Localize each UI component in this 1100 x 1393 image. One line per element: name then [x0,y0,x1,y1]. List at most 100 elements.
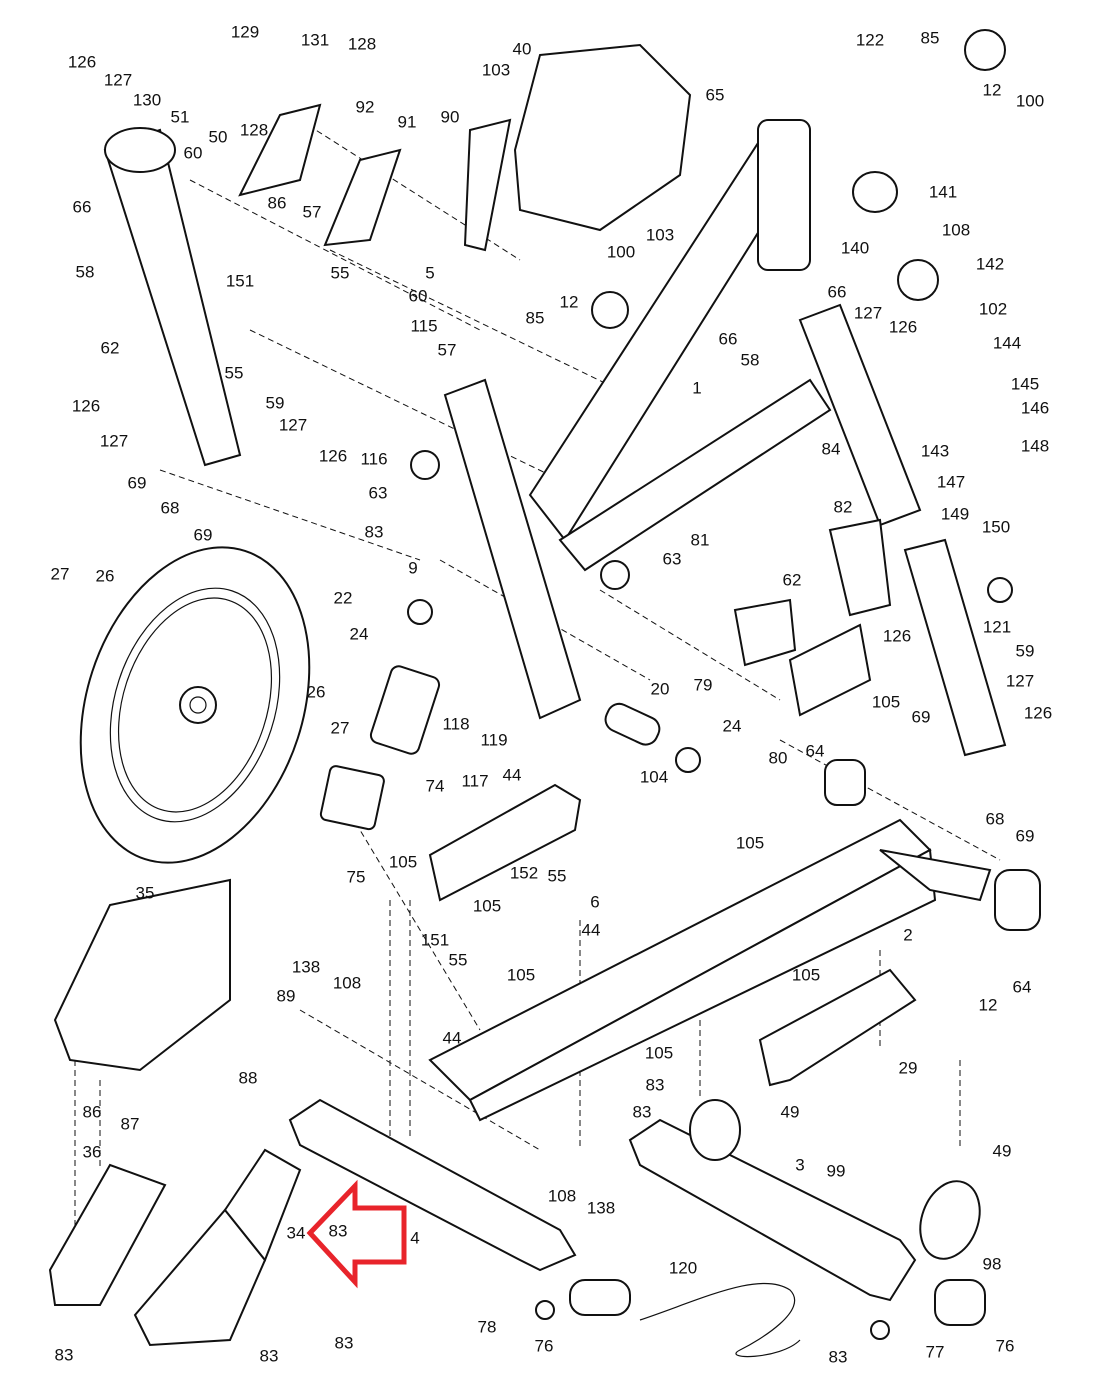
part-label-151: 151 [225,271,255,291]
shroud-35 [53,878,231,1072]
part-label-108: 108 [547,1186,577,1206]
part-label-62: 62 [100,338,120,358]
cover-34 [133,1208,267,1347]
part-label-59: 59 [1015,641,1035,661]
part-label-83: 83 [645,1075,665,1095]
part-label-105: 105 [472,896,502,916]
part-label-65: 65 [705,85,725,105]
part-label-83: 83 [259,1346,279,1366]
part-label-126: 126 [71,396,101,416]
part-label-60: 60 [408,286,428,306]
part-label-126: 126 [888,317,918,337]
part-label-127: 127 [853,303,883,323]
part-label-44: 44 [442,1028,462,1048]
part-label-66: 66 [718,329,738,349]
part-label-105: 105 [791,965,821,985]
part-label-86: 86 [267,193,287,213]
part-label-82: 82 [833,497,853,517]
power-cord-120 [639,1282,801,1358]
part-label-34: 34 [286,1223,306,1243]
part-label-138: 138 [291,957,321,977]
part-label-141: 141 [928,182,958,202]
assembly-lines [74,119,1001,1300]
part-label-91: 91 [397,112,417,132]
part-label-55: 55 [448,950,468,970]
part-label-76: 76 [995,1336,1015,1356]
part-label-108: 108 [941,220,971,240]
part-label-69: 69 [127,473,147,493]
part-label-119: 119 [480,730,508,750]
part-label-69: 69 [193,525,213,545]
part-label-122: 122 [855,30,885,50]
part-label-140: 140 [840,238,870,258]
part-label-69: 69 [911,707,931,727]
part-label-4: 4 [410,1228,420,1248]
part-label-20: 20 [650,679,670,699]
part-label-58: 58 [75,262,95,282]
flywheel-22 [79,546,311,864]
cover-29 [758,968,917,1087]
part-label-126: 126 [67,52,97,72]
console-40 [513,43,692,232]
part-label-62: 62 [782,570,802,590]
part-label-143: 143 [920,441,950,461]
part-label-108: 108 [332,973,362,993]
part-label-127: 127 [278,415,308,435]
part-label-145: 145 [1010,374,1040,394]
part-label-85: 85 [525,308,545,328]
part-label-120: 120 [668,1258,698,1278]
part-label-103: 103 [645,225,675,245]
part-label-27: 27 [330,718,350,738]
part-label-24: 24 [349,624,369,644]
part-label-5: 5 [425,263,435,283]
cover-36 [48,1163,167,1306]
part-label-115: 115 [410,316,438,336]
shroud-117 [428,783,582,902]
part-label-63: 63 [368,483,388,503]
part-label-146: 146 [1020,398,1050,418]
part-label-147: 147 [936,472,966,492]
part-label-83: 83 [54,1345,74,1365]
left-arm-58 [103,127,242,467]
part-label-81: 81 [690,530,710,550]
part-label-66: 66 [72,197,92,217]
part-label-59: 59 [265,393,285,413]
part-label-35: 35 [135,883,155,903]
part-label-83: 83 [328,1221,348,1241]
part-label-55: 55 [224,363,244,383]
part-label-26: 26 [306,682,326,702]
part-label-127: 127 [99,431,129,451]
part-label-40: 40 [512,39,532,59]
part-label-55: 55 [547,866,567,886]
front-stabilizer-4 [288,1098,577,1272]
part-label-83: 83 [364,522,384,542]
part-label-126: 126 [318,446,348,466]
right-arm-58 [798,303,1007,757]
part-label-58: 58 [740,350,760,370]
part-label-50: 50 [208,127,228,147]
part-label-49: 49 [780,1102,800,1122]
part-label-6: 6 [590,892,600,912]
part-label-127: 127 [1005,671,1035,691]
part-label-121: 121 [982,617,1012,637]
part-label-66: 66 [827,282,847,302]
part-label-75: 75 [346,867,366,887]
part-label-57: 57 [437,340,457,360]
base-frame-2 [428,818,992,1122]
part-label-44: 44 [502,765,522,785]
part-label-105: 105 [735,833,765,853]
part-label-126: 126 [882,626,912,646]
part-label-144: 144 [992,333,1022,353]
part-label-2: 2 [903,925,913,945]
part-label-78: 78 [477,1317,497,1337]
part-label-69: 69 [1015,826,1035,846]
part-label-130: 130 [132,90,162,110]
part-label-129: 129 [230,22,260,42]
part-label-22: 22 [333,588,353,608]
part-label-83: 83 [632,1102,652,1122]
part-label-68: 68 [160,498,180,518]
cover-34-top [223,1148,302,1262]
part-label-79: 79 [693,675,713,695]
part-label-152: 152 [509,863,539,883]
main-frame-1 [443,119,832,720]
